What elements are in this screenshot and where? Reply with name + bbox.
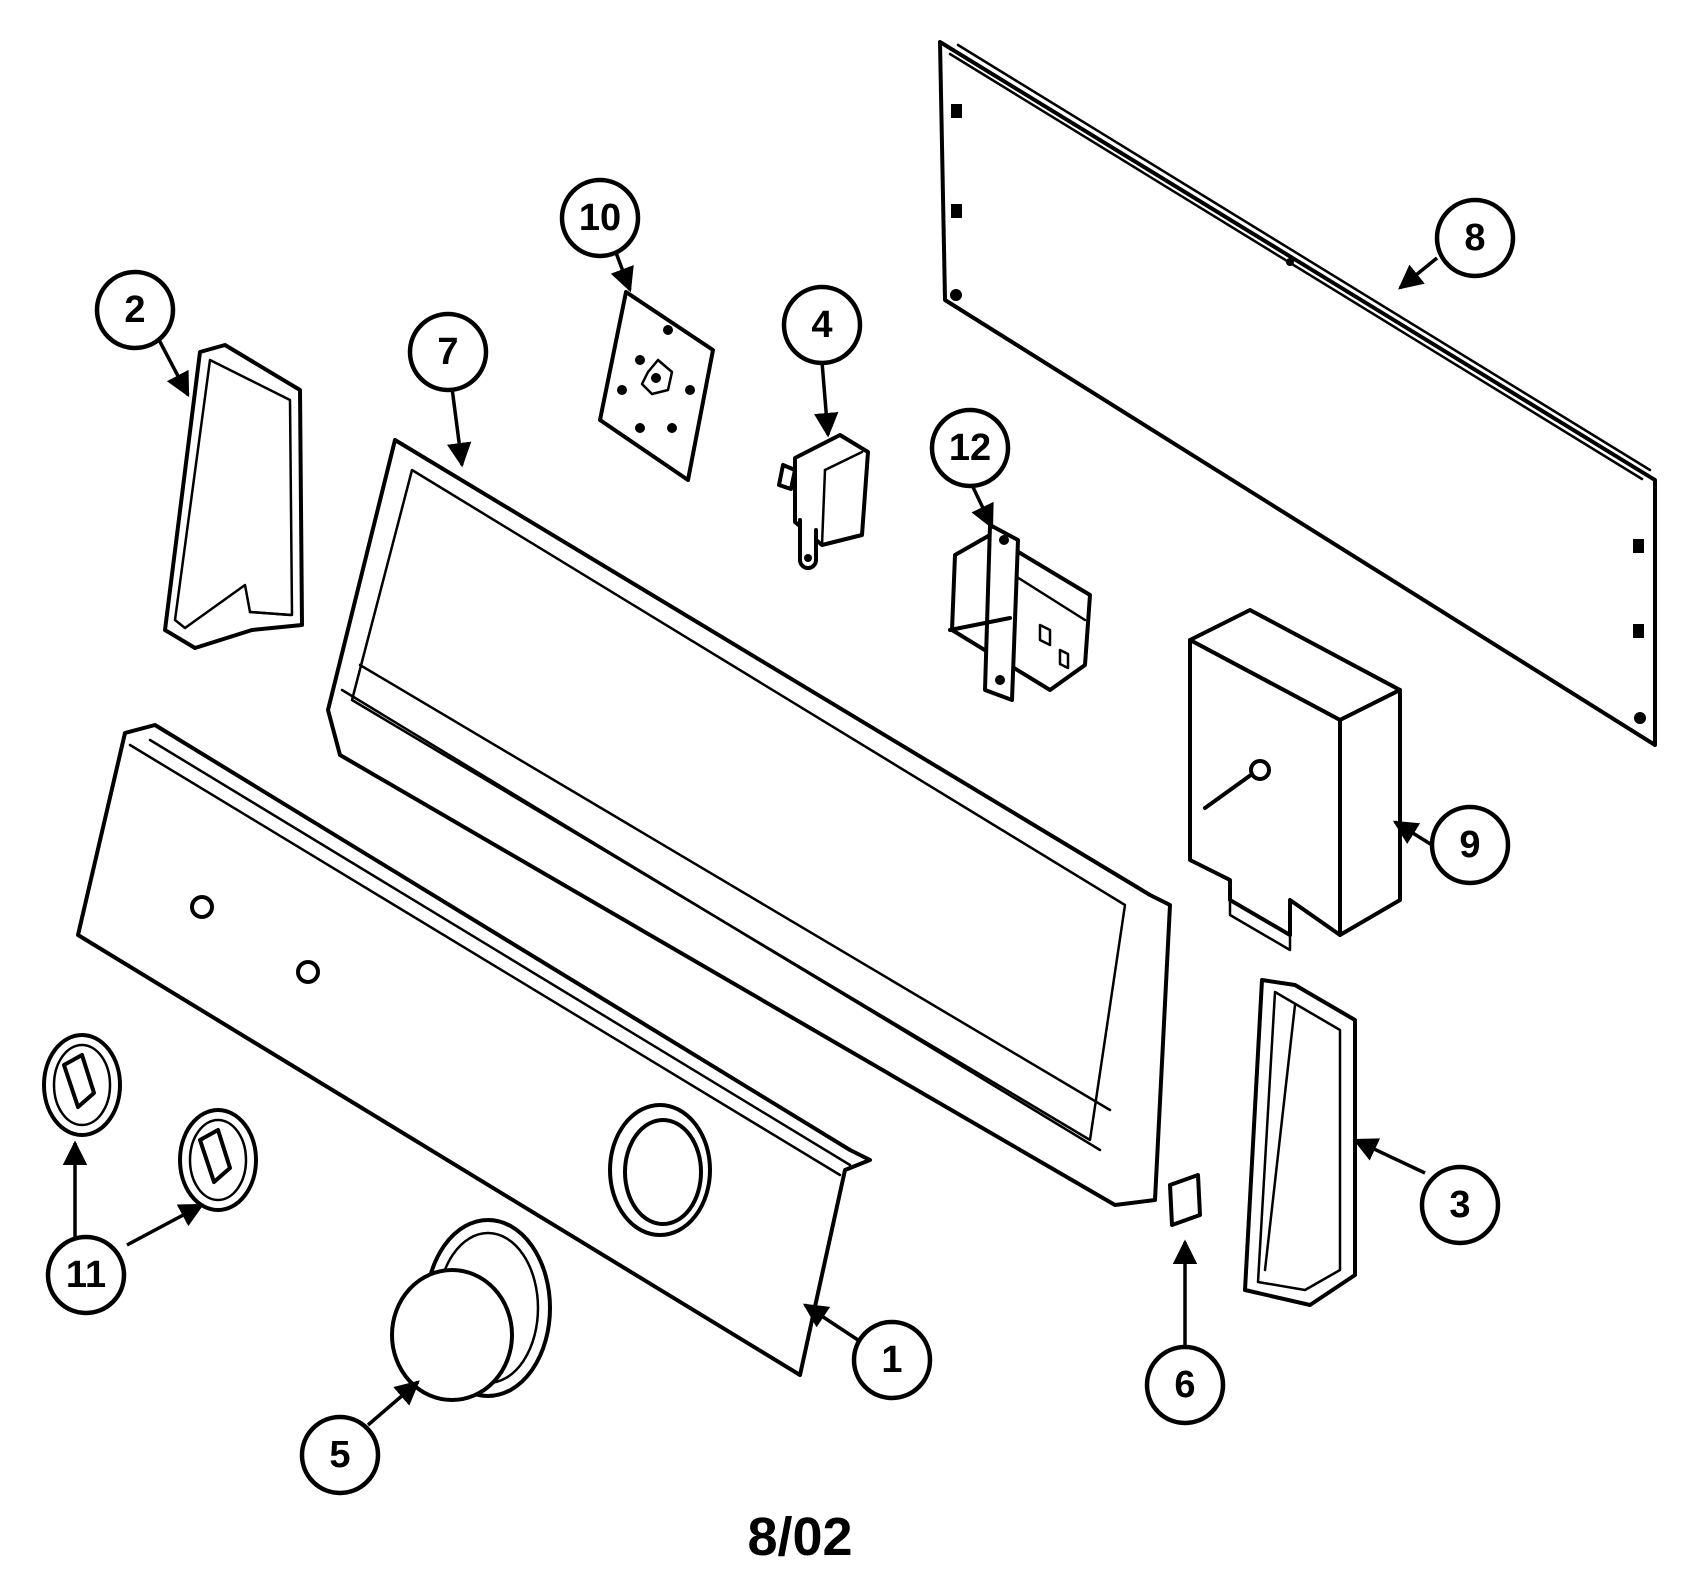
callout-label: 7 — [437, 331, 458, 373]
part-clip — [1168, 1173, 1202, 1227]
callout-1: 1 — [851, 1319, 933, 1401]
part-knob-small-b — [178, 1108, 258, 1212]
callout-9: 9 — [1429, 804, 1511, 886]
callout-6: 6 — [1144, 1344, 1226, 1426]
callout-label: 6 — [1174, 1364, 1195, 1406]
callout-label: 2 — [124, 289, 145, 331]
callout-8: 8 — [1434, 197, 1516, 279]
part-rear-panel — [938, 40, 1657, 747]
part-switch — [777, 433, 870, 570]
callout-10: 10 — [559, 177, 641, 259]
part-knob-small-a — [42, 1033, 122, 1137]
callout-label: 12 — [949, 427, 991, 469]
callout-label: 9 — [1459, 824, 1480, 866]
callout-11: 11 — [45, 1234, 127, 1316]
callout-label: 1 — [881, 1339, 902, 1381]
part-console-frame — [326, 438, 1172, 1207]
callout-4: 4 — [781, 284, 863, 366]
callout-label: 3 — [1449, 1184, 1470, 1226]
part-control-box — [1188, 608, 1402, 952]
part-front-panel — [76, 723, 872, 1377]
callout-label: 4 — [811, 304, 832, 346]
callout-2: 2 — [94, 269, 176, 351]
callout-3: 3 — [1419, 1164, 1501, 1246]
footer-date: 8/02 — [747, 1507, 852, 1567]
callout-label: 5 — [329, 1434, 350, 1476]
callout-label: 11 — [66, 1254, 106, 1296]
part-left-end-cap — [163, 343, 304, 650]
leader-lines — [62, 249, 1439, 1427]
part-rotary-switch — [948, 523, 1092, 702]
callout-12: 12 — [929, 407, 1011, 489]
callout-5: 5 — [299, 1414, 381, 1496]
part-bracket-plate — [598, 290, 715, 482]
callout-7: 7 — [407, 311, 489, 393]
callout-label: 10 — [579, 197, 621, 239]
callout-label: 8 — [1464, 217, 1485, 259]
part-knob-large — [390, 1218, 552, 1402]
part-right-end-cap — [1243, 978, 1357, 1307]
